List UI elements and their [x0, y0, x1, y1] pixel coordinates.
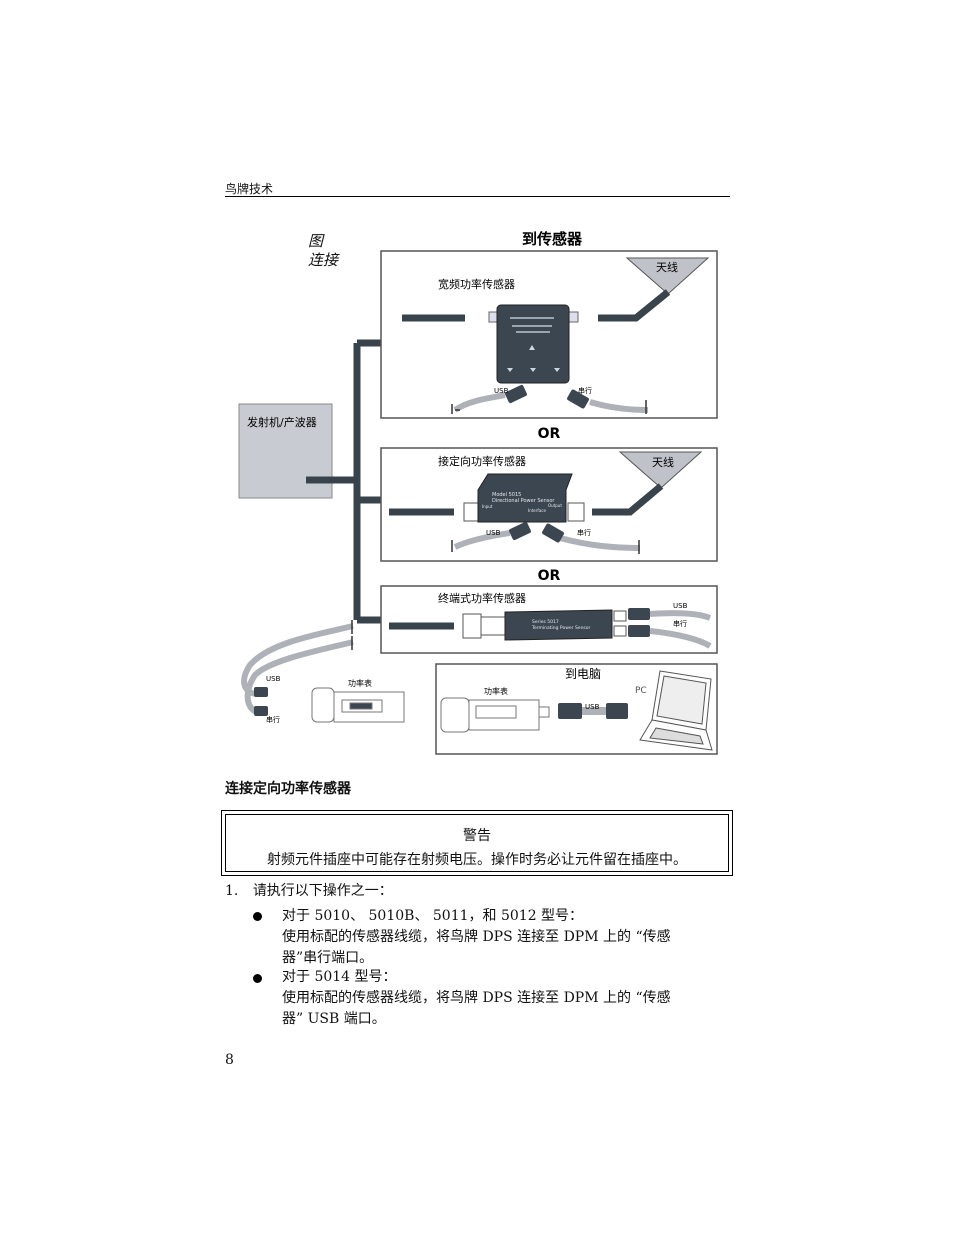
meter-left-device — [311, 687, 405, 723]
to-pc-pc-label: PC — [635, 686, 647, 696]
panel2-device-input: Input — [482, 504, 493, 509]
meter-left-title: 功率表 — [348, 678, 372, 688]
bullet-1-line3: 器”串行端口。 — [282, 950, 374, 966]
warning-box: 警告 射频元件插座中可能存在射频电压。操作时务必让元件留在插座中。 — [221, 810, 733, 876]
panel2-serial-cable — [559, 535, 641, 551]
meter-left-serial-label: 串行 — [266, 715, 280, 724]
meter-left-usb-cable — [241, 623, 354, 697]
figure-label: 图 连接 — [308, 232, 338, 270]
bullet-1-line2: 使用标配的传感器线缆，将鸟牌 DPS 连接至 DPM 上的 “传感 — [282, 929, 671, 945]
panel2-serial-label: 串行 — [577, 528, 591, 537]
diagram-title: 到传感器 — [522, 230, 583, 248]
panel2-connector-right — [567, 502, 585, 522]
to-pc-meter-device — [440, 697, 550, 733]
warning-body: 射频元件插座中可能存在射频电压。操作时务必让元件留在插座中。 — [267, 852, 687, 868]
panel2-usb-cable — [453, 530, 511, 550]
to-pc-usb-cable — [582, 707, 606, 715]
antenna-1-label: 天线 — [656, 260, 678, 274]
bullet-2: 对于 5014 型号： 使用标配的传感器线缆，将鸟牌 DPS 连接至 DPM 上… — [282, 967, 722, 1030]
directional-sensor-device — [477, 473, 573, 523]
panel3-usb-port — [613, 610, 627, 622]
panel3-usb-plug-icon — [628, 608, 650, 620]
panel3-serial-label: 串行 — [673, 619, 687, 628]
to-pc-usb-plug-b-icon — [606, 703, 628, 719]
bullet-2-line3: 器” USB 端口。 — [282, 1011, 386, 1027]
panel1-title: 宽频功率传感器 — [438, 277, 515, 291]
wideband-sensor-device — [496, 304, 570, 384]
panel1-serial-plug-icon — [567, 389, 589, 409]
panel2-device-interface: Interface — [528, 508, 546, 513]
terminating-sensor-device — [504, 609, 613, 641]
panel2-device-output: Output — [548, 503, 562, 508]
bullet-2-line1: 对于 5014 型号： — [282, 969, 397, 985]
panel1-usb-label: USB — [494, 387, 509, 395]
panel1-usb-cable — [453, 392, 506, 413]
bullet-2-line2: 使用标配的传感器线缆，将鸟牌 DPS 连接至 DPM 上的 “传感 — [282, 990, 671, 1006]
to-pc-title: 到电脑 — [565, 667, 601, 681]
panel1-serial-cable — [589, 399, 649, 413]
panel1-usb-plug-icon — [505, 384, 527, 404]
antenna-1-cable — [598, 289, 671, 322]
wideband-sensor-markings — [507, 317, 560, 372]
bullet-2-dot — [253, 974, 262, 983]
bullet-1-dot — [253, 912, 262, 921]
meter-left-serial-plug-icon — [254, 706, 268, 716]
transmitter-label: 发射机/产波器 — [247, 415, 317, 429]
panel2-device-text1: Model 5015 — [492, 492, 521, 498]
bullet-1: 对于 5010、 5010B、 5011，和 5012 型号： 使用标配的传感器… — [282, 906, 722, 969]
step-1: 1. 请执行以下操作之一： — [225, 880, 393, 900]
panel2-title: 接定向功率传感器 — [438, 454, 526, 468]
or-label-1: OR — [538, 426, 561, 442]
to-pc-meter-label: 功率表 — [484, 686, 508, 696]
laptop-icon — [639, 670, 713, 751]
panel3-serial-plug-icon — [628, 625, 650, 637]
antenna-2-icon — [618, 451, 703, 489]
panel3-serial-port — [613, 625, 627, 637]
panel3-title: 终端式功率传感器 — [438, 591, 526, 605]
page-number: 8 — [225, 1052, 234, 1068]
warning-inner: 警告 射频元件插座中可能存在射频电压。操作时务必让元件留在插座中。 — [225, 814, 729, 872]
panel3-usb-cable — [649, 610, 712, 621]
meter-left-usb-plug-icon — [254, 687, 268, 697]
or-label-2: OR — [538, 568, 561, 584]
warning-title: 警告 — [463, 828, 491, 844]
section-title: 连接定向功率传感器 — [225, 781, 351, 797]
panel3-serial-cable — [649, 628, 712, 649]
step-1-text: 请执行以下操作之一： — [252, 883, 393, 899]
antenna-1-icon — [625, 257, 710, 295]
panel3-device-text2: Terminating Power Sensor — [531, 625, 591, 631]
antenna-2-label: 天线 — [652, 455, 674, 469]
figure-label-line1: 图 — [308, 232, 324, 250]
panel1-usb-cable-end — [451, 404, 460, 414]
meter-left-usb-label: USB — [266, 675, 281, 683]
panel3-device-text1: Series 5017 — [532, 619, 559, 625]
figure-label-line2: 连接 — [308, 251, 339, 269]
panel2-serial-plug-icon — [542, 523, 564, 543]
bullet-1-line1: 对于 5010、 5010B、 5011，和 5012 型号： — [282, 908, 584, 924]
panel2-device-text2: Directional Power Sensor — [492, 498, 555, 504]
running-head: 鸟牌技术 — [225, 182, 274, 196]
panel3-usb-label: USB — [673, 602, 688, 610]
trunk-wiring — [306, 339, 381, 624]
panel2-usb-label: USB — [486, 529, 501, 537]
panel3-connector — [462, 613, 482, 639]
panel1-serial-label: 串行 — [578, 386, 592, 395]
header-rule — [225, 196, 730, 197]
to-pc-usb-plug-a-icon — [558, 703, 582, 719]
panel3-adapter — [480, 616, 506, 636]
antenna-2-cable — [592, 483, 664, 516]
to-pc-usb-label: USB — [585, 703, 600, 711]
step-1-number: 1. — [225, 883, 239, 899]
panel2-usb-plug-icon — [509, 521, 531, 541]
meter-left-serial-cable — [244, 639, 354, 715]
